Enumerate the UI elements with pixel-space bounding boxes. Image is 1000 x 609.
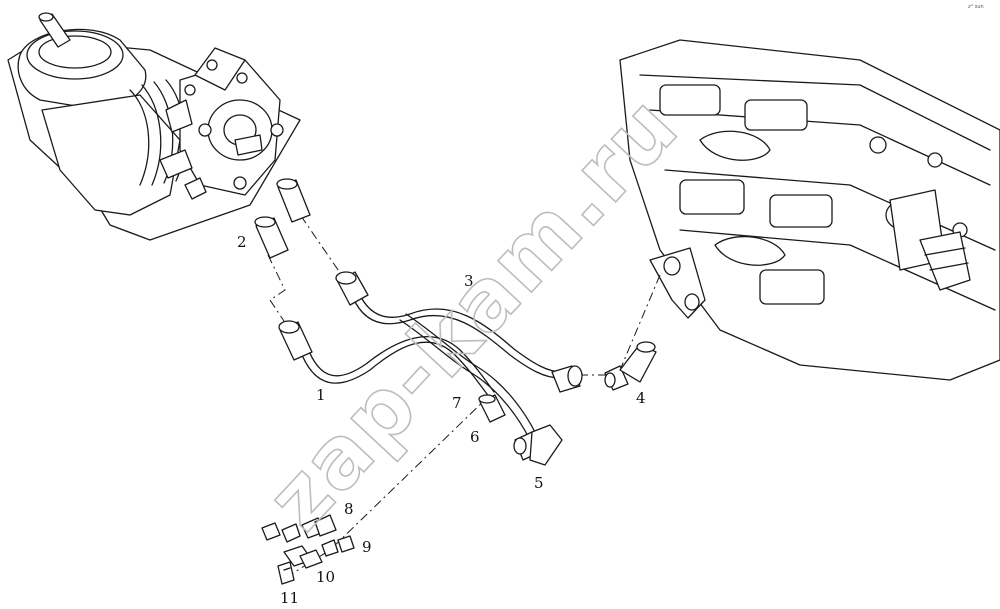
clips-and-brackets [261,514,355,585]
air-compressor [7,12,301,241]
callout-10: 10 [316,568,335,586]
elbow-fitting-4 [604,341,657,391]
callout-8: 8 [344,500,354,518]
pipe-assembly-3 [335,271,583,393]
callout-4: 4 [636,389,646,407]
callout-3: 3 [464,272,474,290]
elbow-fitting-5 [513,424,563,466]
callout-labels: 1 2 3 4 5 6 7 8 9 10 11 [237,233,646,607]
callout-6: 6 [470,428,480,446]
corner-mark: z° sun [968,4,984,10]
callout-5: 5 [534,474,544,492]
callout-9: 9 [362,538,372,556]
callout-2: 2 [237,233,247,251]
watermark-text: zap-kam.ru [248,77,697,549]
callout-11: 11 [280,589,299,607]
callout-7: 7 [452,394,462,412]
fitting-adapters [254,178,311,259]
engine-cylinder-head [619,39,1000,381]
pipe-assembly-7 [399,313,537,441]
callout-1: 1 [316,386,326,404]
